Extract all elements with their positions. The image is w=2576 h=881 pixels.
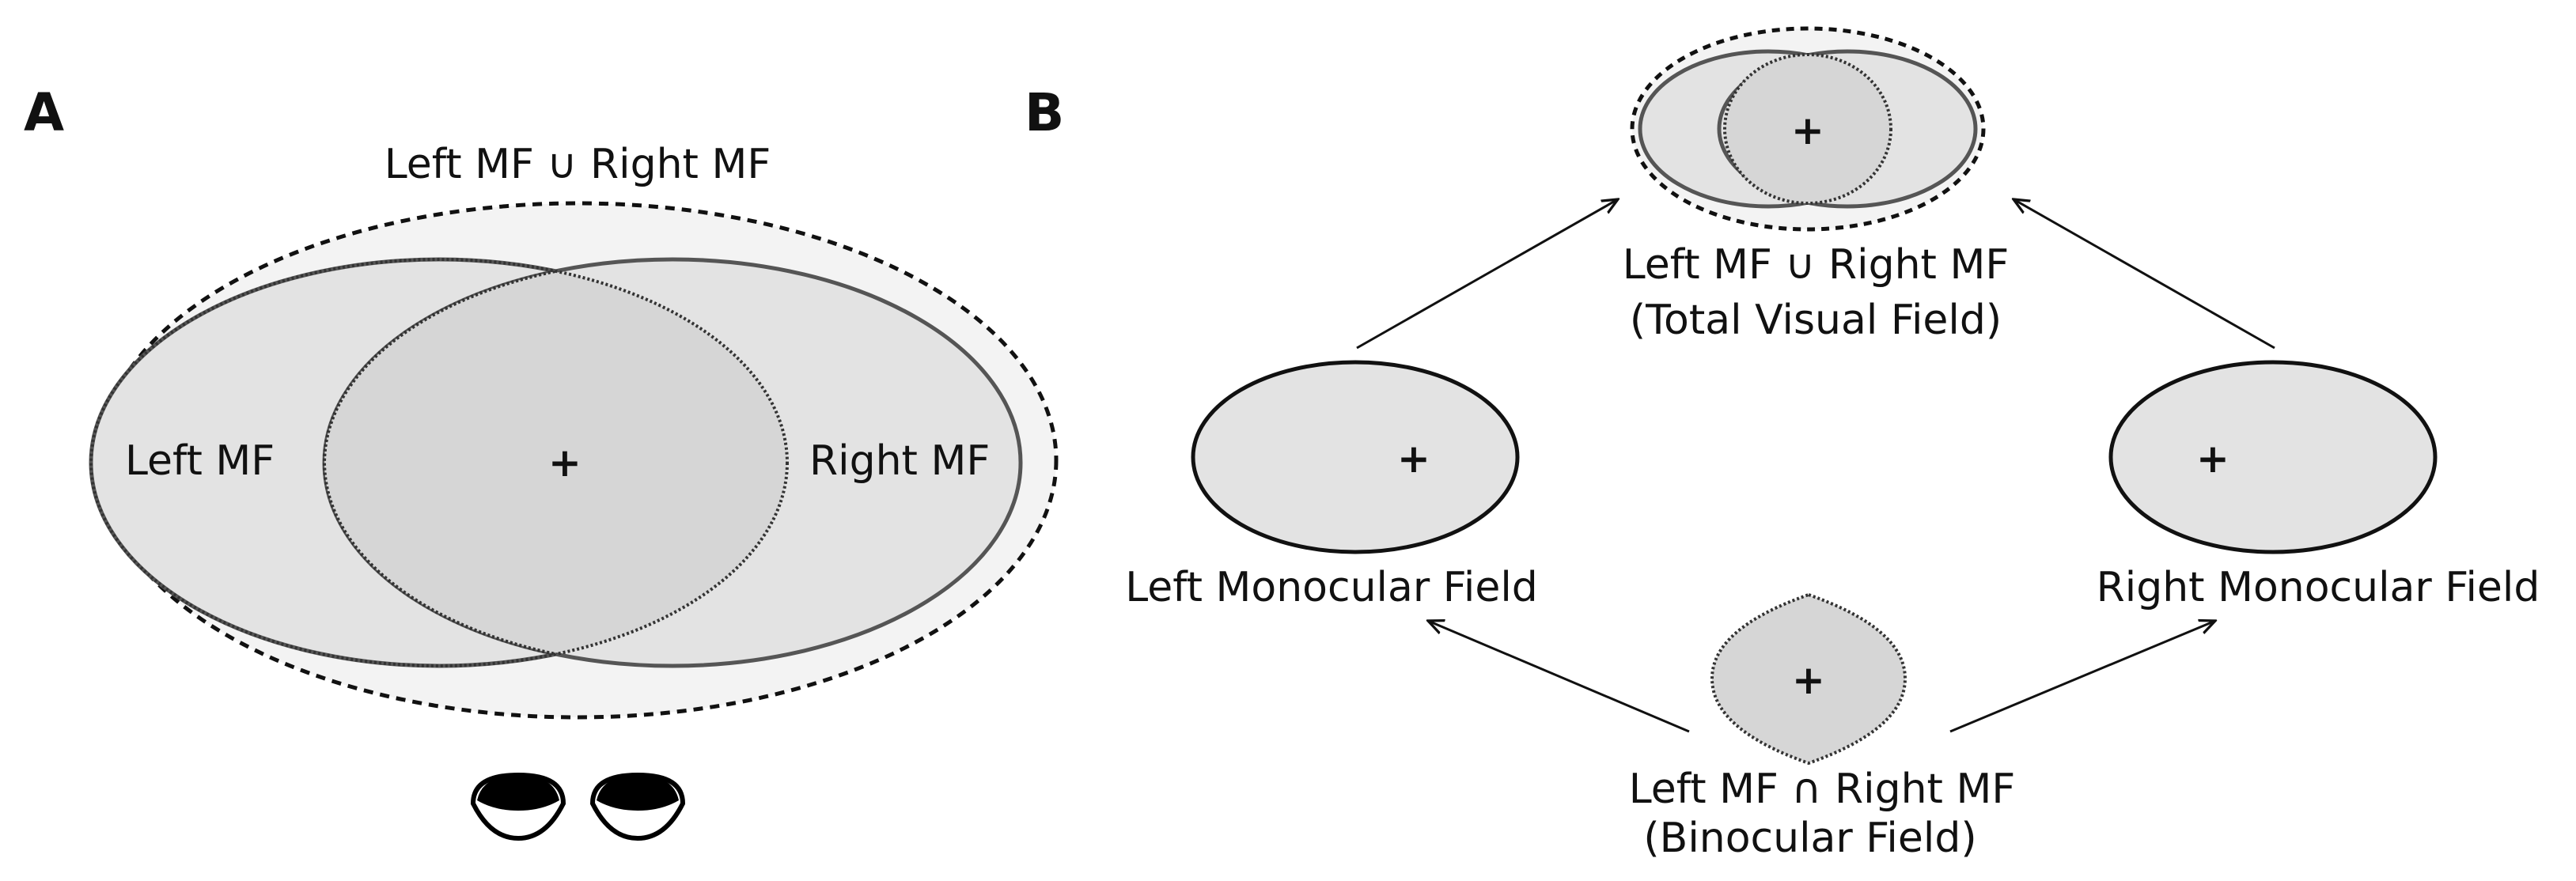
right-monocular-diagram xyxy=(2108,360,2438,554)
arrow-icon xyxy=(1949,621,2215,733)
fixation-cross: + xyxy=(548,440,581,486)
arrow-icon xyxy=(1428,621,1690,733)
total-visual-field-diagram: + xyxy=(1630,26,1986,232)
binocular-caption: (Binocular Field) xyxy=(1643,815,1976,862)
left-monocular-label: Left Monocular Field xyxy=(1125,564,1538,611)
fixation-cross-left: + xyxy=(1397,436,1430,482)
eye-icon-right xyxy=(589,772,686,841)
left-monocular-diagram xyxy=(1191,360,1520,554)
fixation-cross-top: + xyxy=(1791,108,1824,153)
total-field-label: Left MF ∪ Right MF xyxy=(1623,241,2010,289)
left-field-label: Left MF xyxy=(125,437,275,485)
total-field-caption: (Total Visual Field) xyxy=(1630,297,2002,344)
arrow-icon xyxy=(2013,199,2275,350)
panel-b: B + Left MF ∪ Right MF (Total Visual Fie… xyxy=(1025,26,2540,862)
panel-a: A Left MF ∪ Right MF Left MF Right MF + xyxy=(24,82,1059,841)
eye-icon-left xyxy=(470,772,566,841)
right-field-label: Right MF xyxy=(809,437,990,485)
panel-b-letter: B xyxy=(1025,82,1064,143)
fixation-cross-right: + xyxy=(2196,436,2229,482)
right-monocular-label: Right Monocular Field xyxy=(2097,564,2540,611)
binocular-overlap xyxy=(323,259,787,666)
panel-a-letter: A xyxy=(24,82,64,143)
arrow-icon xyxy=(1356,199,1618,350)
binocular-label: Left MF ∩ Right MF xyxy=(1629,766,2016,813)
binocular-field-diagram xyxy=(1710,592,1907,766)
fixation-cross-bottom: + xyxy=(1792,657,1825,703)
union-field-label: Left MF ∪ Right MF xyxy=(385,141,771,188)
